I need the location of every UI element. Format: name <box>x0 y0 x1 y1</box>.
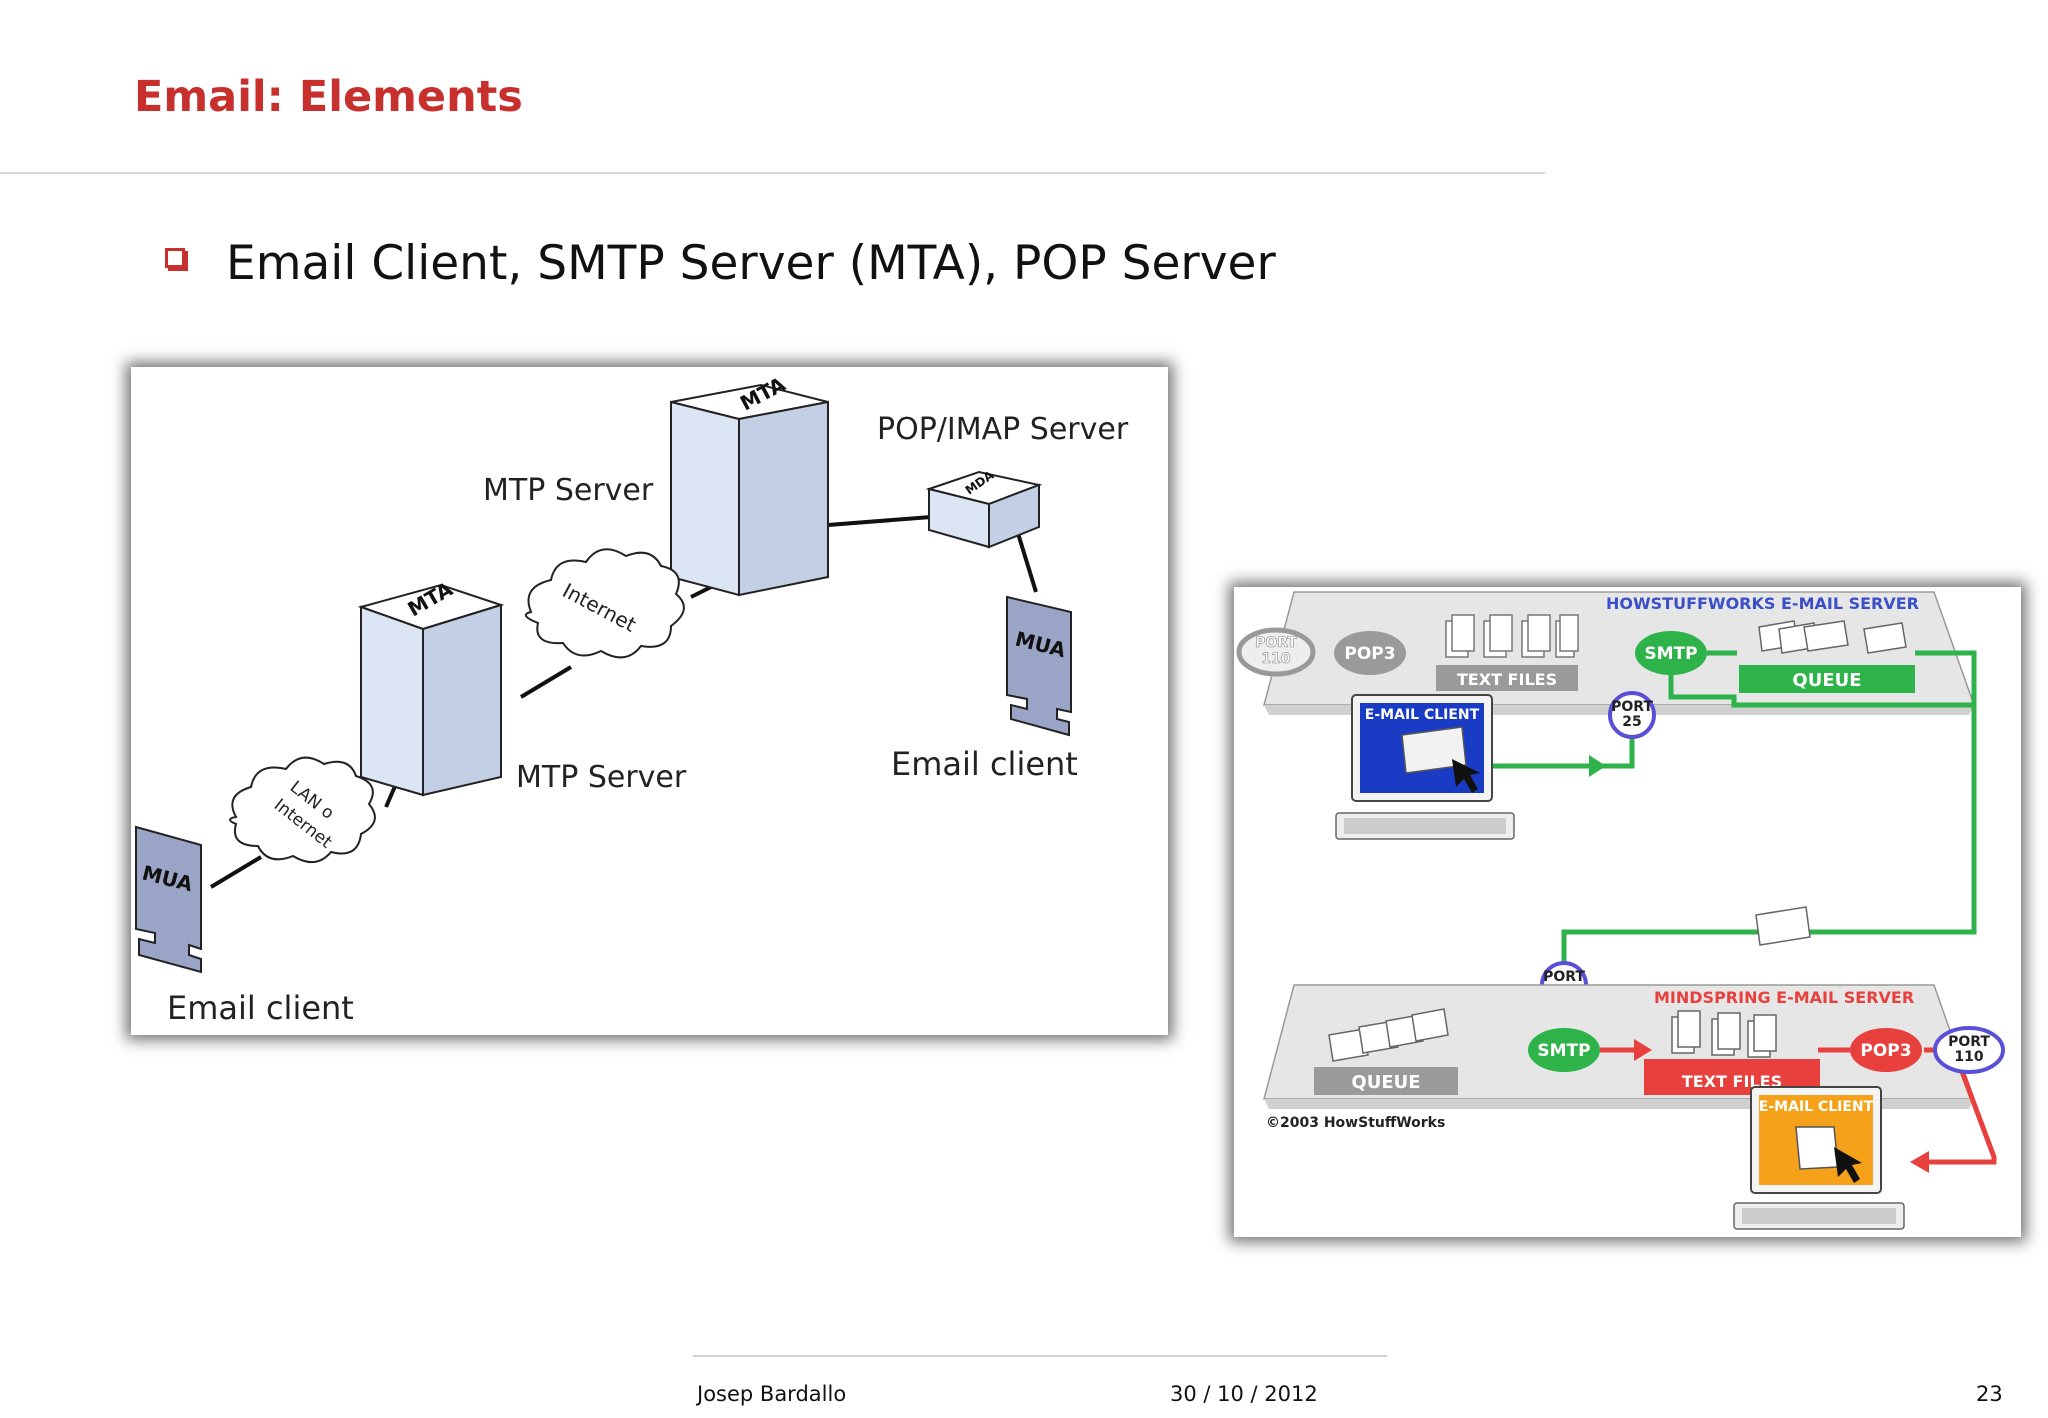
email-client-label: E-MAIL CLIENT <box>1365 707 1480 723</box>
port-number: 110 <box>1261 651 1290 667</box>
port-number: 110 <box>1954 1049 1983 1065</box>
port-25-top: PORT 25 <box>1608 691 1656 739</box>
text-files-bottom: TEXT FILES <box>1644 1010 1820 1095</box>
text-files-top: TEXT FILES <box>1436 614 1579 691</box>
mtp-server-top-label: MTP Server <box>483 473 654 508</box>
top-server-label: HOWSTUFFWORKS E-MAIL SERVER <box>1606 594 1919 613</box>
queue-label: QUEUE <box>1792 670 1861 691</box>
email-server-flow-diagram-svg: HOWSTUFFWORKS E-MAIL SERVER PORT 110 POP… <box>1236 591 2005 1230</box>
bullet-text: Email Client, SMTP Server (MTA), POP Ser… <box>226 236 1276 291</box>
email-path-diagram: MTA MTA MDA MUA MUA Interne <box>131 367 1168 1035</box>
email-client-left-label: Email client <box>167 989 354 1027</box>
title-divider <box>0 172 1545 174</box>
pop3-top: POP3 <box>1334 631 1406 675</box>
email-server-flow-diagram: HOWSTUFFWORKS E-MAIL SERVER PORT 110 POP… <box>1234 587 2021 1237</box>
pop-imap-server-label: POP/IMAP Server <box>877 412 1129 447</box>
mua-client-right: MUA <box>1006 595 1072 737</box>
slide-title: Email: Elements <box>134 72 523 122</box>
footer-date: 30 / 10 / 2012 <box>1170 1382 1318 1406</box>
queue-label: QUEUE <box>1351 1072 1420 1093</box>
footer-divider <box>693 1355 1387 1357</box>
smtp-label: SMTP <box>1644 644 1697 664</box>
internet-cloud: Internet <box>524 548 685 659</box>
email-client-bottom: E-MAIL CLIENT <box>1733 1086 1905 1230</box>
bullet-item: Email Client, SMTP Server (MTA), POP Ser… <box>165 236 1276 292</box>
pop3-bottom: POP3 <box>1850 1028 1922 1072</box>
smtp-label: SMTP <box>1537 1041 1590 1061</box>
mda-server: MDA <box>925 468 1043 549</box>
port-110-top: PORT 110 <box>1236 627 1316 677</box>
footer-author: Josep Bardallo <box>697 1382 847 1406</box>
smtp-top: SMTP <box>1635 631 1707 675</box>
port-110-bottom: PORT 110 <box>1933 1026 2005 1074</box>
page-number: 23 <box>1976 1382 2003 1406</box>
lan-cloud: LAN o Internet <box>229 756 376 863</box>
port-number: 25 <box>1622 714 1641 730</box>
mua-client-left: MUA <box>135 825 202 974</box>
queue-bottom: QUEUE <box>1314 1008 1458 1095</box>
envelope-icon <box>1755 906 1811 946</box>
port-label: PORT <box>1255 635 1297 651</box>
mta-server-top: MTA <box>670 372 829 597</box>
port-label: PORT <box>1543 969 1585 985</box>
port-label: PORT <box>1611 699 1653 715</box>
port-label: PORT <box>1948 1034 1990 1050</box>
email-client-right-label: Email client <box>891 745 1078 783</box>
email-client-label: E-MAIL CLIENT <box>1759 1099 1874 1115</box>
smtp-bottom: SMTP <box>1528 1028 1600 1072</box>
text-files-label: TEXT FILES <box>1457 670 1557 689</box>
queue-top: QUEUE <box>1739 620 1915 693</box>
bottom-server-label: MINDSPRING E-MAIL SERVER <box>1654 988 1914 1007</box>
mtp-server-bottom-label: MTP Server <box>516 760 687 795</box>
email-client-top: E-MAIL CLIENT <box>1335 694 1515 840</box>
email-path-diagram-svg: MTA MTA MDA MUA MUA Interne <box>135 372 1129 1027</box>
pop3-label: POP3 <box>1860 1041 1911 1061</box>
copyright-text: ©2003 HowStuffWorks <box>1266 1115 1445 1131</box>
checkbox-bullet-icon <box>165 248 185 268</box>
pop3-label: POP3 <box>1344 644 1395 664</box>
mta-server-left: MTA <box>357 577 505 797</box>
